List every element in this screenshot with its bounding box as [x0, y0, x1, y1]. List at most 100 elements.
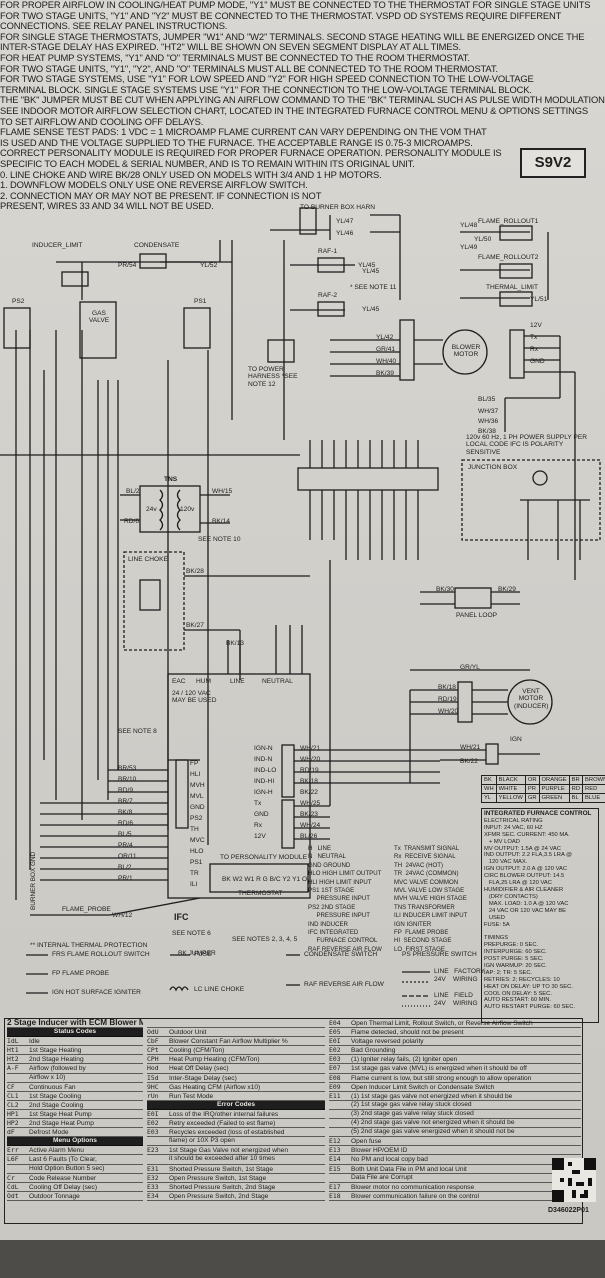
code-symbol: E0I	[329, 1037, 341, 1046]
note-line: SEE INDOOR MOTOR AIRFLOW SELECTION CHART…	[0, 104, 589, 116]
pin-label: GND	[190, 804, 205, 811]
spec-line: ELECTRICAL RATING	[484, 817, 543, 824]
code-symbol: IdL	[7, 1037, 19, 1046]
wire-label: BK/30	[436, 586, 454, 593]
status-error-codes-table: 2 Stage Inducer with ECM Blower MotorSta…	[4, 1018, 583, 1224]
line-label: LINE	[230, 678, 245, 685]
abbreviation: TH 24VAC (HOT)	[394, 861, 443, 869]
note-line: INTER-STAGE DELAY HAS EXPIRED. "HT2" WIL…	[0, 41, 461, 53]
wire-label: YL/46	[336, 230, 354, 237]
spec-line: INTERPURGE: 60 SEC.	[484, 949, 547, 956]
ifc-label: IFC	[174, 912, 189, 922]
note-line: CONNECTIONS. SEE RELAY PANEL INSTRUCTION…	[0, 20, 228, 32]
tns-120v-label: 120v	[180, 506, 195, 513]
pin-label: TH	[190, 826, 199, 833]
code-symbol: E11	[329, 1091, 341, 1100]
abbreviation: FURNACE CONTROL	[308, 937, 378, 945]
code-description: 2nd Stage Cooling	[29, 1101, 84, 1109]
thermal-note-label: ** INTERNAL THERMAL PROTECTION	[30, 942, 148, 949]
wire-label: BL/35	[478, 396, 496, 403]
notes-block: FOR PROPER AIRFLOW IN COOLING/HEAT PUMP …	[0, 0, 605, 230]
code-description: Recycles exceeded (loss of established	[169, 1129, 285, 1137]
abbreviation: IFC INTEGRATED	[308, 929, 359, 937]
code-description: Open fuse	[351, 1138, 382, 1146]
wire-label: BL/2	[126, 488, 140, 495]
condensate-label: CONDENSATE	[134, 242, 180, 249]
spec-line: 120 VAC MAX.	[484, 859, 528, 866]
code-description: Blower HP/OEM ID	[351, 1147, 408, 1155]
note-line: 0. LINE CHOKE AND WIRE BK/28 ONLY USED O…	[0, 168, 382, 180]
abbreviation: LO FIRST STAGE	[394, 945, 445, 953]
color-legend-cell: GREEN	[538, 793, 570, 803]
code-description: Blower motor no communication response	[351, 1183, 475, 1191]
ign-label: IGN	[510, 736, 522, 743]
code-description: (5) 2nd stage gas valve energized when i…	[351, 1128, 515, 1136]
color-legend-cell: ORANGE	[538, 775, 570, 785]
code-description: Cooling (CFM/Ton)	[169, 1047, 225, 1055]
pin-label: FP	[190, 760, 199, 767]
code-description: Blower Constant Fan Airflow Multiplier %	[169, 1038, 288, 1046]
burner-box-gnd-label: BURNER BOX GND	[30, 851, 37, 910]
vac-label: 24 / 120 VAC MAY BE USED	[172, 690, 217, 705]
code-symbol: E32	[147, 1173, 159, 1182]
pin-label: PS1	[190, 859, 203, 866]
spec-line: HEAT ON DELAY: UP TO 30 SEC.	[484, 983, 573, 990]
code-symbol: rUn	[147, 1091, 159, 1100]
code-description: 1st Stage Heating	[29, 1047, 82, 1055]
code-description: Gas Heating CFM (Airflow x10)	[169, 1083, 261, 1091]
code-description: Heat Off Delay (sec)	[169, 1065, 229, 1073]
spec-line: IGN OUTPUT: 2.0 A @ 120 VAC	[484, 866, 568, 873]
color-legend-cell: PR	[524, 784, 540, 794]
color-legend-cell: RED	[582, 784, 605, 794]
code-description: it should be exceeded after 10 times	[169, 1155, 275, 1163]
personality-label: TO PERSONALITY MODULE	[220, 854, 307, 861]
code-symbol: HP2	[7, 1119, 19, 1128]
wire-label: RD/19	[438, 696, 457, 703]
code-description: Inter-Stage Delay (sec)	[169, 1074, 237, 1082]
legend-symbol-label: 24V WIRING	[434, 1000, 478, 1007]
wire-label: BR/7	[118, 798, 133, 805]
code-symbol: E09	[329, 1082, 341, 1091]
note-line: SPECIFIC TO EACH MODEL & SERIAL NUMBER, …	[0, 157, 415, 169]
code-description: Shorted Pressure Switch, 1st Stage	[169, 1165, 274, 1173]
abbreviation: HI SECOND STAGE	[394, 937, 452, 945]
spec-line: MV OUTPUT: 1.5A @ 24 VAC	[484, 845, 561, 852]
legend-symbol-label: 24V WIRING	[434, 976, 478, 983]
code-symbol: E18	[329, 1191, 341, 1200]
wire-label: RD/19	[300, 767, 319, 774]
wire-label: YL/49	[460, 244, 478, 251]
code-symbol: A-F	[7, 1064, 19, 1073]
abbreviation: IND INDUCER	[308, 920, 348, 928]
ps1-label: PS1	[194, 298, 207, 305]
code-description: Open Pressure Switch, 2nd Stage	[169, 1192, 269, 1200]
pin-label: PS2	[190, 815, 203, 822]
code-description: (1) 1st stage gas valve not energized wh…	[351, 1092, 513, 1100]
wire-label: YL/52	[200, 262, 218, 269]
ifc-spec-title: INTEGRATED FURNACE CONTROL	[484, 810, 592, 817]
code-description: 1st stage gas valve (MVL) is energized w…	[351, 1065, 527, 1073]
spec-line	[484, 928, 596, 935]
code-symbol: E14	[329, 1155, 341, 1164]
code-description: (2) 1st stage gas valve relay stuck clos…	[351, 1100, 472, 1108]
spec-line: (DRY CONTACTS)	[484, 893, 538, 900]
code-description: Bad Grounding	[351, 1047, 396, 1055]
legend-symbol-label: CONDENSATE SWITCH	[304, 951, 378, 958]
code-symbol: E15	[329, 1164, 341, 1173]
wire-label: YL/48	[460, 222, 478, 229]
flame-rollout1-label: FLAME_ROLLOUT1	[478, 218, 539, 225]
